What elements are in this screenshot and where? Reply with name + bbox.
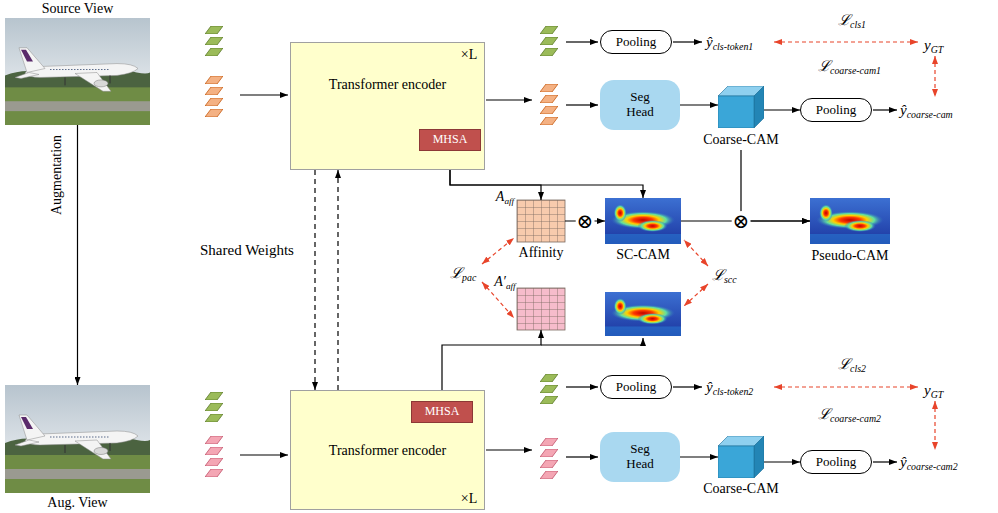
math-label: ℒcoarse-cam2 bbox=[818, 405, 881, 423]
encoder-box: Transformer encoder ×L MHSA bbox=[290, 390, 485, 510]
math-subscript: coarse-cam2 bbox=[830, 413, 881, 424]
math-subscript: cls-token1 bbox=[713, 41, 754, 52]
math-symbol: y bbox=[924, 37, 931, 53]
math-label: yGT bbox=[924, 36, 943, 54]
connector-arrow bbox=[764, 109, 800, 110]
cube-label: Coarse-CAM bbox=[703, 132, 778, 148]
connector-arrow bbox=[764, 461, 800, 462]
math-symbol: A bbox=[496, 189, 505, 204]
connector-arrow bbox=[77, 125, 78, 385]
cam-map: SC-CAM bbox=[605, 198, 681, 244]
box-title: Transformer encoder bbox=[329, 77, 446, 93]
math-subscript: aff bbox=[506, 281, 516, 291]
math-label: ℒcls1 bbox=[838, 11, 866, 29]
math-subscript: cls2 bbox=[850, 363, 866, 374]
repeat-mark: ×L bbox=[461, 47, 477, 63]
panel-title: Source View bbox=[42, 1, 114, 17]
operator-symbol: ⊗ bbox=[576, 211, 595, 231]
box-label: Pooling bbox=[816, 455, 856, 470]
seg-head-box: Seg Head bbox=[600, 80, 680, 130]
map-label: SC-CAM bbox=[616, 247, 670, 263]
affinity-grid: AaffAffinity bbox=[517, 200, 565, 242]
math-subscript: GT bbox=[931, 389, 944, 400]
math-label: A′aff bbox=[494, 274, 515, 290]
pooling-box: Pooling bbox=[600, 375, 672, 399]
math-label: ℒpac bbox=[450, 264, 476, 282]
math-symbol: y bbox=[924, 382, 931, 398]
attention-box: MHSA bbox=[411, 401, 473, 423]
box-label: Pooling bbox=[616, 380, 656, 395]
math-label: ŷcoarse-cam bbox=[900, 101, 953, 119]
math-subscript: coarse-cam1 bbox=[830, 65, 881, 76]
seg-head-box: Seg Head bbox=[600, 432, 680, 482]
cam-cube: Coarse-CAM bbox=[718, 436, 764, 478]
math-subscript: cls-token2 bbox=[713, 386, 754, 397]
panel-title: Aug. View bbox=[47, 495, 107, 511]
math-label: ŷcoarse-cam2 bbox=[900, 453, 958, 471]
cube-label: Coarse-CAM bbox=[703, 481, 778, 497]
math-label: Aaff bbox=[496, 189, 514, 205]
math-label: yGT bbox=[924, 381, 943, 399]
connector-arrow bbox=[314, 170, 315, 390]
connector-arrow bbox=[337, 170, 338, 390]
math-subscript: scc bbox=[724, 274, 737, 285]
math-label: ℒscc bbox=[712, 266, 737, 284]
affinity-grid: A′aff bbox=[517, 288, 565, 330]
pooling-box: Pooling bbox=[800, 450, 872, 474]
box-title: Transformer encoder bbox=[329, 443, 446, 459]
box-label: MHSA bbox=[433, 133, 468, 147]
math-symbol: ŷ bbox=[706, 379, 713, 395]
cam-cube: Coarse-CAM bbox=[718, 86, 764, 150]
box-label: Pooling bbox=[616, 35, 656, 50]
encoder-box: Transformer encoder ×L MHSA bbox=[290, 42, 485, 170]
box-label: Seg Head bbox=[620, 442, 660, 472]
math-label: ŷcls-token1 bbox=[706, 33, 753, 51]
math-subscript: coarse-cam bbox=[907, 109, 953, 120]
math-subscript: pac bbox=[462, 272, 476, 283]
edge-label: Augmentation bbox=[49, 135, 65, 215]
math-symbol: ℒ bbox=[818, 406, 830, 422]
math-symbol: ℒ bbox=[712, 267, 724, 283]
cam-map: Pseudo-CAM bbox=[810, 198, 890, 244]
pooling-box: Pooling bbox=[800, 98, 872, 122]
map-label: Pseudo-CAM bbox=[811, 248, 888, 264]
repeat-mark: ×L bbox=[461, 491, 477, 507]
math-symbol: ℒ bbox=[838, 356, 850, 372]
math-symbol: A′ bbox=[494, 274, 506, 289]
math-symbol: ℒ bbox=[838, 12, 850, 28]
image-panel: Aug. View bbox=[5, 385, 150, 493]
math-subscript: cls1 bbox=[850, 19, 866, 30]
math-label: ŷcls-token2 bbox=[706, 378, 753, 396]
grid-label: Affinity bbox=[519, 245, 564, 261]
box-label: Seg Head bbox=[620, 90, 660, 120]
math-symbol: ℒ bbox=[450, 265, 462, 281]
box-label: MHSA bbox=[425, 405, 460, 419]
math-symbol: ℒ bbox=[818, 58, 830, 74]
math-label: ℒcoarse-cam1 bbox=[818, 57, 881, 75]
math-subscript: coarse-cam2 bbox=[907, 461, 958, 472]
math-symbol: ŷ bbox=[900, 454, 907, 470]
math-symbol: ŷ bbox=[900, 102, 907, 118]
math-label: ℒcls2 bbox=[838, 355, 866, 373]
math-symbol: ŷ bbox=[706, 34, 713, 50]
connector-arrow bbox=[680, 456, 718, 457]
pooling-box: Pooling bbox=[600, 30, 672, 54]
note-label: Shared Weights bbox=[200, 241, 294, 259]
math-subscript: aff bbox=[504, 196, 514, 206]
box-label: Pooling bbox=[816, 103, 856, 118]
connector-arrow bbox=[741, 150, 810, 221]
operator-symbol: ⊗ bbox=[732, 211, 751, 231]
connector-arrow bbox=[680, 104, 718, 105]
math-subscript: GT bbox=[931, 44, 944, 55]
attention-box: MHSA bbox=[419, 129, 481, 151]
image-panel: Source View bbox=[5, 18, 150, 125]
